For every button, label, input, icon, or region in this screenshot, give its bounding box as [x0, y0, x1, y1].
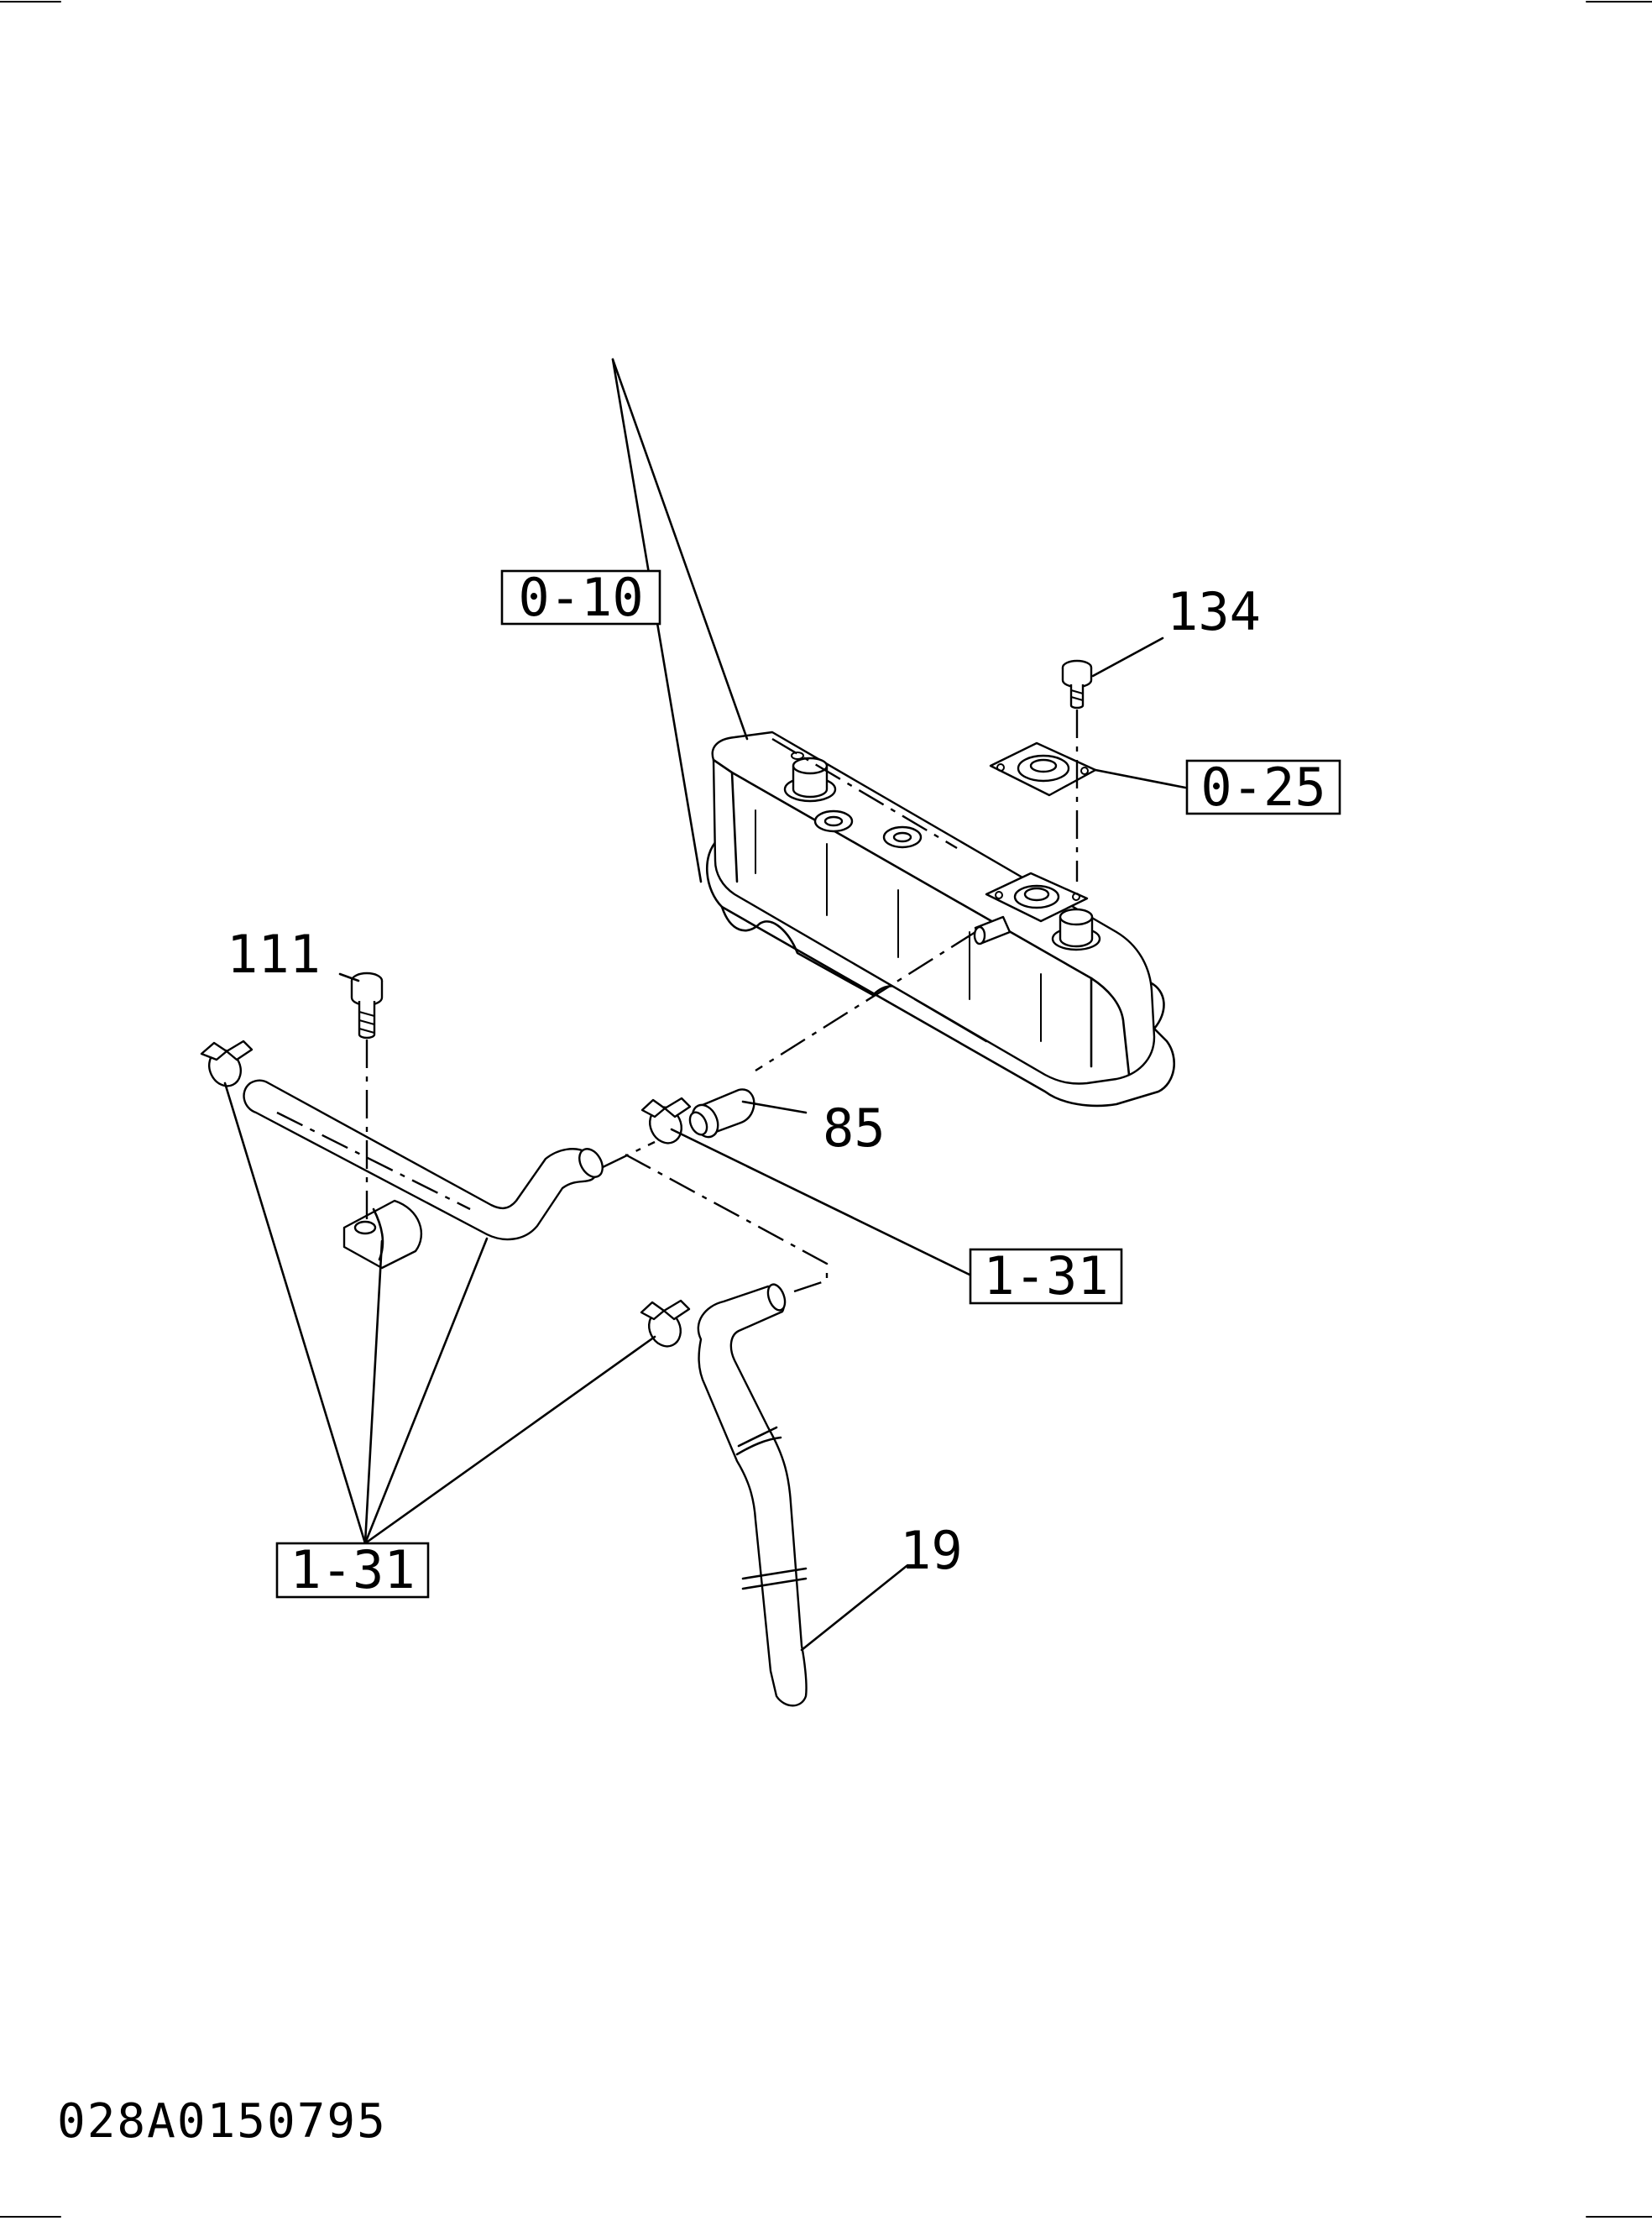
callout-1-31-right: 1-31 [969, 1245, 1123, 1307]
drawing-code: 028A0150795 [57, 2094, 387, 2149]
hose-19-drawing [697, 1283, 808, 1707]
connector-85-drawing [688, 1088, 755, 1139]
cap-plate-drawing [989, 741, 1097, 797]
bracket-drawing [342, 1199, 423, 1270]
hose-clamps-drawing [200, 1040, 692, 1348]
callout-1-31-left: 1-31 [275, 1539, 430, 1600]
assembly-lines [276, 710, 1079, 1295]
callout-0-10: 0-10 [500, 567, 661, 628]
svg-text:1-31: 1-31 [290, 1539, 415, 1600]
valve-cover-drawing [706, 731, 1175, 1108]
hose-upper-drawing [243, 1079, 604, 1241]
label-111: 111 [227, 924, 321, 985]
callout-0-25: 0-25 [1185, 757, 1341, 818]
svg-text:0-10: 0-10 [518, 567, 643, 628]
bolt-134-drawing [1061, 659, 1093, 710]
bolt-111-drawing [350, 972, 384, 1040]
svg-text:0-25: 0-25 [1200, 757, 1325, 818]
svg-text:1-31: 1-31 [983, 1245, 1108, 1307]
label-85: 85 [823, 1097, 886, 1159]
label-134: 134 [1167, 581, 1261, 642]
label-19: 19 [900, 1520, 963, 1581]
